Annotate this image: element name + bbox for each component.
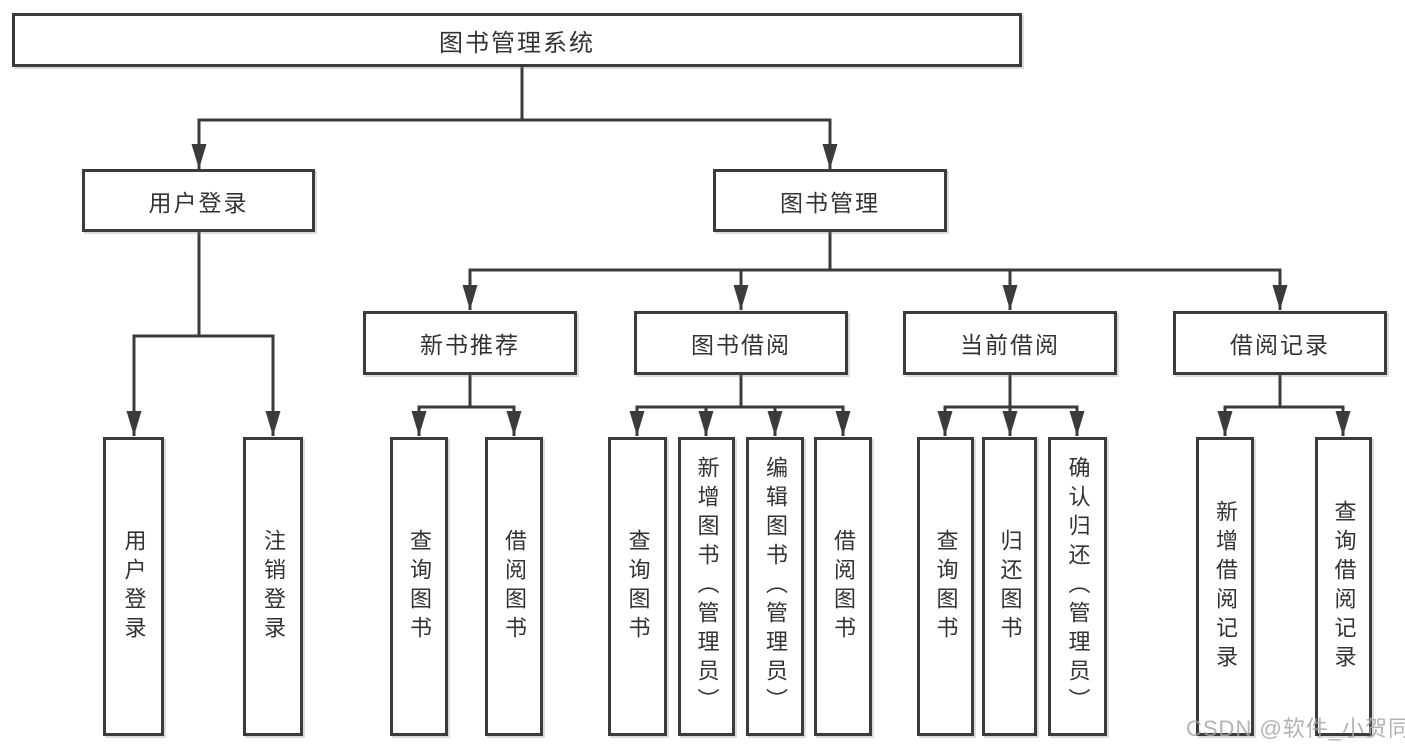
leaf-add-borrow-record: 新增借阅记录 — [1196, 437, 1254, 736]
node-borrowing-records: 借阅记录 — [1173, 311, 1387, 375]
leaf-logout: 注销登录 — [243, 437, 303, 736]
leaf-add-books-admin-label: 新增图书（管理员） — [694, 456, 720, 717]
node-book-borrowing-label: 图书借阅 — [691, 332, 791, 358]
leaf-query-borrow-record: 查询借阅记录 — [1315, 437, 1372, 736]
leaf-user-login-label: 用户登录 — [121, 528, 147, 645]
watermark: CSDN @软件_小贺同学 — [1186, 716, 1405, 741]
leaf-user-login: 用户登录 — [103, 437, 164, 736]
leaf-query-borrow-record-label: 查询借阅记录 — [1331, 499, 1357, 674]
node-library-management-system-label: 图书管理系统 — [439, 29, 595, 57]
node-borrowing-records-label: 借阅记录 — [1230, 332, 1330, 358]
leaf-borrow-books-borrowing: 借阅图书 — [814, 437, 872, 736]
leaf-confirm-return-admin-label: 确认归还（管理员） — [1065, 456, 1091, 717]
book-borrowing-children-connector — [629, 375, 851, 436]
current-borrowing-children-connector — [937, 375, 1085, 436]
leaf-return-books: 归还图书 — [982, 437, 1037, 736]
leaf-query-books-borrowing: 查询图书 — [608, 437, 667, 736]
leaf-add-books-admin: 新增图书（管理员） — [678, 437, 735, 736]
node-user-login-label: 用户登录 — [148, 189, 249, 216]
node-book-borrowing: 图书借阅 — [634, 311, 848, 375]
leaf-confirm-return-admin: 确认归还（管理员） — [1048, 437, 1107, 736]
leaf-borrow-books-recommend: 借阅图书 — [485, 437, 543, 736]
node-current-borrowing-label: 当前借阅 — [960, 332, 1060, 358]
leaf-query-books-borrowing-label: 查询图书 — [625, 528, 651, 645]
new-book-recommendation-children-connector — [411, 375, 522, 436]
borrowing-records-children-connector — [1217, 375, 1351, 436]
book-management-children-connector — [462, 232, 1288, 310]
leaf-logout-label: 注销登录 — [261, 528, 286, 645]
leaf-edit-books-admin: 编辑图书（管理员） — [746, 437, 804, 736]
node-new-book-recommendation-label: 新书推荐 — [420, 332, 520, 358]
node-library-management-system: 图书管理系统 — [12, 13, 1022, 67]
node-current-borrowing: 当前借阅 — [903, 311, 1117, 375]
node-book-management-label: 图书管理 — [780, 189, 880, 216]
leaf-edit-books-admin-label: 编辑图书（管理员） — [763, 456, 788, 717]
user-login-children-connector — [126, 232, 281, 436]
leaf-query-books-current: 查询图书 — [917, 437, 974, 736]
leaf-query-books-recommend: 查询图书 — [390, 437, 448, 736]
root-to-level2-connector — [191, 67, 838, 169]
leaf-borrow-books-recommend-label: 借阅图书 — [502, 528, 527, 645]
node-book-management: 图书管理 — [713, 169, 947, 232]
leaf-borrow-books-borrowing-label: 借阅图书 — [831, 528, 856, 645]
leaf-query-books-recommend-label: 查询图书 — [407, 528, 432, 645]
node-user-login: 用户登录 — [82, 169, 315, 232]
leaf-query-books-current-label: 查询图书 — [933, 528, 959, 645]
node-new-book-recommendation: 新书推荐 — [363, 311, 577, 375]
leaf-return-books-label: 归还图书 — [997, 528, 1023, 645]
leaf-add-borrow-record-label: 新增借阅记录 — [1213, 499, 1238, 674]
